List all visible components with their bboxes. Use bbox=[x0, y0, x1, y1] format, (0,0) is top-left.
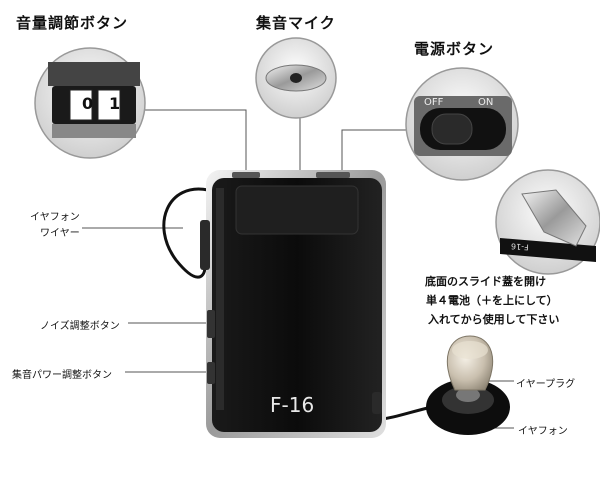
hearing-aid-device bbox=[200, 170, 386, 438]
model-name: F-16 bbox=[270, 393, 315, 417]
power-switch-closeup bbox=[405, 67, 519, 181]
battery-mark: F-16 bbox=[510, 241, 529, 252]
earphone-wire-label-1: イヤフォン bbox=[30, 212, 80, 223]
mic-label: 集音マイク bbox=[256, 14, 336, 32]
volume-button-label: 音量調節ボタン bbox=[16, 14, 129, 32]
earphone-label: イヤフォン bbox=[518, 426, 568, 437]
switch-off-label: OFF bbox=[424, 97, 444, 108]
volume-dial-closeup bbox=[34, 47, 146, 159]
dial-digit-1: 1 bbox=[109, 94, 121, 113]
switch-on-label: ON bbox=[478, 97, 494, 108]
battery-note-line-2: 単４電池（＋を上にして） bbox=[426, 294, 558, 307]
power-button-label: 電源ボタン bbox=[414, 40, 495, 58]
battery-note-line-3: 入れてから使用して下さい bbox=[428, 313, 560, 326]
battery-note-line-1: 底面のスライド蓋を開け bbox=[425, 275, 546, 288]
earphone-with-plug bbox=[426, 335, 510, 435]
microphone-closeup bbox=[255, 37, 337, 119]
ear-plug-label: イヤープラグ bbox=[516, 379, 576, 390]
power-adjust-button-label: 集音パワー調整ボタン bbox=[12, 370, 112, 381]
noise-button-label: ノイズ調整ボタン bbox=[40, 321, 120, 332]
dial-digit-0: 0 bbox=[82, 94, 94, 113]
earphone-wire bbox=[162, 187, 209, 279]
earphone-wire-label-2: ワイヤー bbox=[40, 228, 80, 239]
leader-lines bbox=[82, 109, 514, 429]
battery-cover-closeup bbox=[495, 169, 600, 275]
